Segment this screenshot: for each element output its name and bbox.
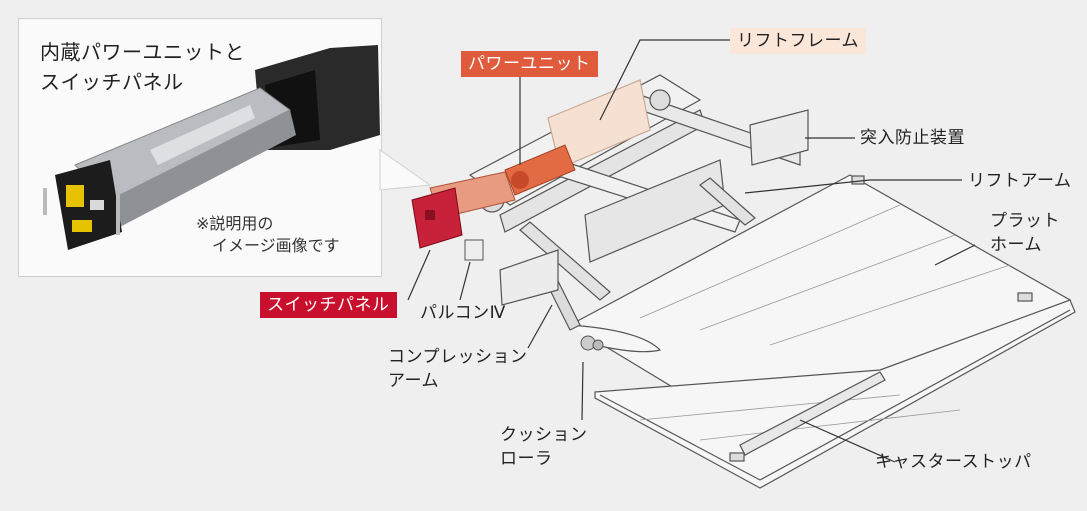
label-power-unit: パワーユニット	[461, 51, 598, 77]
platform	[568, 174, 1076, 489]
label-lift-arm: リフトアーム	[968, 171, 1072, 191]
label-caster-stopper: キャスターストッパ	[875, 452, 1032, 472]
inset-power-unit-photo	[43, 45, 380, 250]
label-cushion-roller: クッション ローラ	[500, 425, 588, 469]
inset-note: ※説明用の イメージ画像です	[196, 214, 340, 255]
inset-callout-pointer	[379, 149, 432, 191]
switch-panel-highlight	[411, 187, 463, 249]
palcon-box	[464, 239, 484, 261]
label-lift-frame: リフトフレーム	[730, 28, 866, 54]
warning-sticker-icon	[66, 185, 84, 207]
label-platform: プラット ホーム	[990, 211, 1060, 255]
label-switch-panel: スイッチパネル	[260, 292, 397, 318]
inset-title: 内蔵パワーユニットと スイッチパネル	[40, 40, 245, 94]
label-compression-arm: コンプレッション アーム	[388, 347, 528, 391]
cushion-roller	[580, 335, 604, 351]
label-palcon: パルコンⅣ	[420, 303, 506, 323]
label-rush-prevention: 突入防止装置	[860, 128, 965, 148]
